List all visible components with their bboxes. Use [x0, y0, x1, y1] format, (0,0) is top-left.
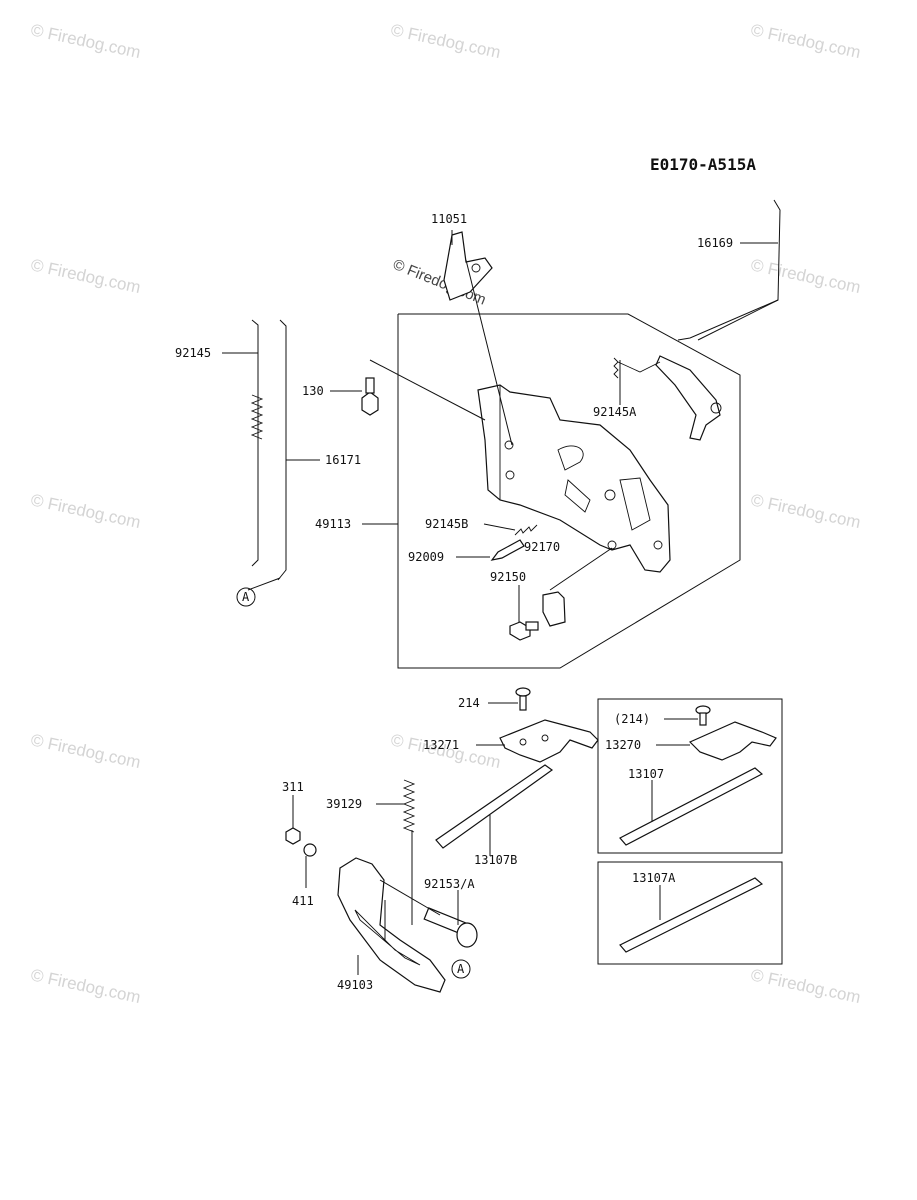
- inset-13107a: [597, 861, 783, 965]
- callout-13107: 13107: [628, 767, 664, 781]
- watermark-text: © Firedog.com: [389, 20, 502, 62]
- watermark-text: © Firedog.com: [29, 255, 142, 297]
- callout-214: 214: [458, 696, 480, 710]
- plate-hole: [604, 489, 616, 501]
- plate-hole: [607, 540, 617, 550]
- plate-hole: [504, 440, 514, 450]
- shaft-13107: [619, 767, 764, 846]
- callout-13271: 13271: [423, 738, 459, 752]
- shaft-13107b: [435, 764, 554, 849]
- plate-13271: [499, 719, 599, 763]
- callout-214b: (214): [614, 712, 650, 726]
- callout-130: 130: [302, 384, 324, 398]
- plate-hole: [505, 470, 515, 480]
- leader-11051-b: [465, 259, 513, 446]
- watermark-text: © Firedog.com: [749, 490, 862, 532]
- callout-16169: 16169: [697, 236, 733, 250]
- throttle-lever: [655, 355, 721, 441]
- control-plate: [477, 384, 671, 573]
- spring-rod-92145: [251, 319, 259, 567]
- leader-a1: [247, 577, 281, 591]
- rod-16171: [277, 319, 287, 581]
- bracket-hole: [471, 263, 481, 273]
- screw-214-shank: [519, 695, 527, 711]
- plate-13271-hole: [541, 734, 549, 742]
- bolt-92150-shank: [525, 621, 539, 631]
- stop-92170: [542, 591, 566, 627]
- spring-39129: [402, 779, 416, 833]
- callout-16171: 16171: [325, 453, 361, 467]
- leader-130-b: [369, 359, 486, 421]
- callout-a2: A: [457, 962, 465, 976]
- cable-assembly: [222, 319, 320, 607]
- callout-92145b: 92145B: [425, 517, 468, 531]
- spring-92145b: [514, 524, 538, 536]
- leader-92145b: [483, 523, 516, 531]
- plate-hole: [653, 540, 663, 550]
- watermark-text: © Firedog.com: [749, 255, 862, 297]
- callout-92009: 92009: [408, 550, 444, 564]
- screw-130: [361, 391, 379, 416]
- washer-411: [303, 843, 317, 857]
- screw-130-shank: [365, 377, 375, 394]
- leader-92153a-b: [379, 879, 441, 916]
- ref-circle-a2: [451, 959, 471, 979]
- callout-49113: 49113: [315, 517, 351, 531]
- shaft-13107a: [619, 877, 764, 953]
- inset-box-13107a: [597, 861, 783, 965]
- inset-13107: [597, 698, 783, 854]
- inset-box-13107: [597, 698, 783, 854]
- rod-16169-b: [697, 299, 779, 341]
- callout-39129: 39129: [326, 797, 362, 811]
- spring-coil-92145: [250, 394, 264, 440]
- callout-92145: 92145: [175, 346, 211, 360]
- callout-92150: 92150: [490, 570, 526, 584]
- lever-hole: [710, 402, 722, 414]
- callout-13107b: 13107B: [474, 853, 517, 867]
- callout-311: 311: [282, 780, 304, 794]
- bolt-92153a-head: [456, 922, 478, 948]
- callout-49103: 49103: [337, 978, 373, 992]
- nut-311: [285, 827, 301, 845]
- screw-92009: [490, 539, 525, 561]
- plate-slot: [564, 479, 591, 513]
- plate-slot: [619, 477, 651, 531]
- callout-13107a: 13107A: [632, 871, 676, 885]
- callout-92145a: 92145A: [593, 405, 637, 419]
- watermark-text: © Firedog.com: [749, 20, 862, 62]
- watermark-text: © Firedog.com: [749, 965, 862, 1007]
- plate-13271-hole: [519, 738, 527, 746]
- diagram-code: E0170-A515A: [650, 155, 756, 174]
- leader-92170: [549, 547, 613, 591]
- control-panel-group: [330, 199, 781, 669]
- plate-slot: [557, 445, 584, 471]
- watermark-text: © Firedog.com: [29, 730, 142, 772]
- lever-49103: [337, 857, 446, 993]
- watermark-text: © Firedog.com: [29, 965, 142, 1007]
- spring-92145a: [613, 357, 661, 379]
- lever-slot: [354, 909, 421, 966]
- callout-labels: 11051 16169 92145 130 92145A 16171 49113…: [175, 212, 733, 992]
- callout-411: 411: [292, 894, 314, 908]
- plate-13270: [688, 721, 777, 761]
- bolt-92150: [509, 621, 531, 641]
- screw-214-head: [515, 687, 531, 697]
- callout-92153a: 92153/A: [424, 877, 475, 891]
- group-outline: [397, 313, 741, 669]
- callout-a1: A: [242, 590, 250, 604]
- watermark-text: © Firedog.com: [29, 20, 142, 62]
- watermark-text: © Firedog.com: [29, 490, 142, 532]
- callout-92170: 92170: [524, 540, 560, 554]
- screw-214b-shank: [699, 712, 707, 726]
- ref-circle-a1: [236, 587, 256, 607]
- lower-assembly: [285, 687, 599, 993]
- callout-11051: 11051: [431, 212, 467, 226]
- callout-13270: 13270: [605, 738, 641, 752]
